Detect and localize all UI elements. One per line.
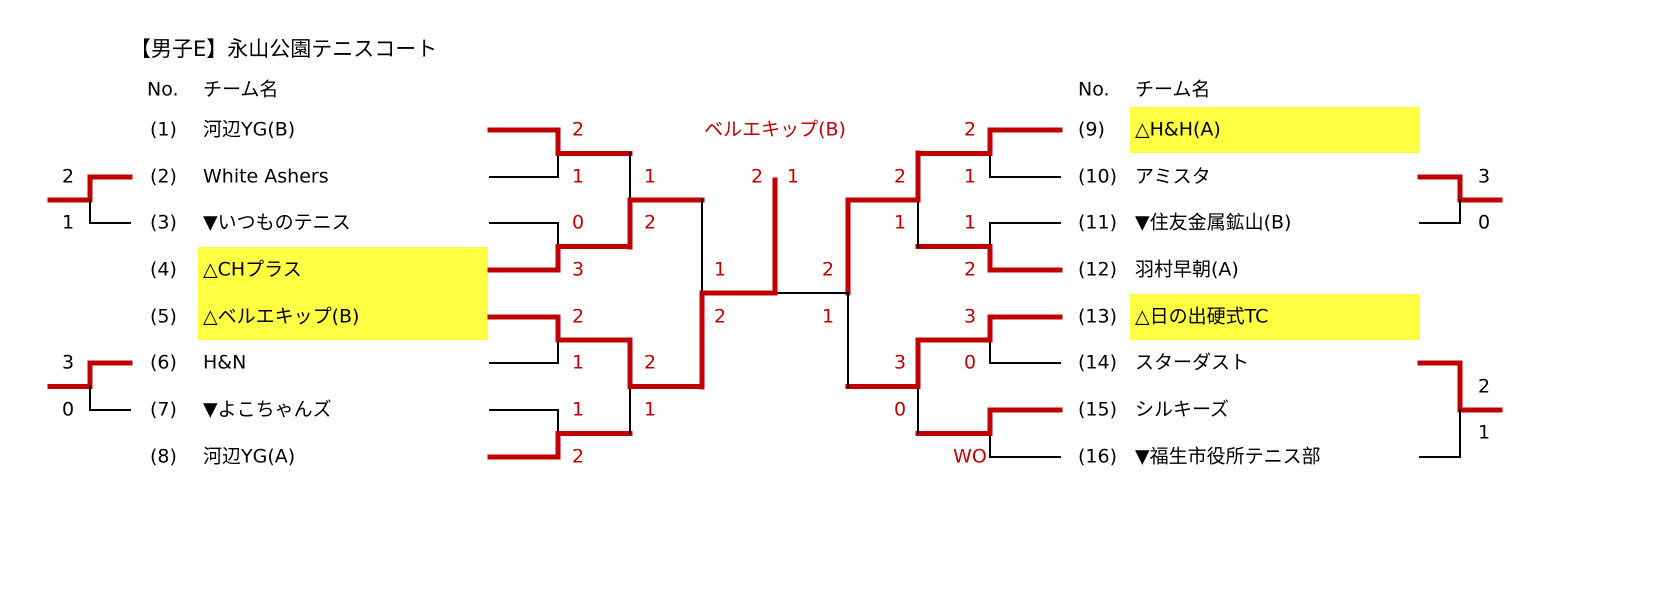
team-number: (15) xyxy=(1078,399,1117,421)
team-name: ▼いつものテニス xyxy=(203,212,351,234)
score: 1 xyxy=(572,352,584,374)
side-score: 3 xyxy=(1478,166,1490,188)
team-name: △ベルエキップ(B) xyxy=(203,306,359,328)
side-score: 0 xyxy=(1478,212,1490,234)
header-team: チーム名 xyxy=(1135,79,1210,101)
score: WO xyxy=(953,446,987,468)
team-name: 河辺YG(B) xyxy=(203,119,295,141)
highlight-box xyxy=(1130,107,1420,153)
score: 0 xyxy=(964,352,976,374)
score: 2 xyxy=(964,259,976,281)
team-name: シルキーズ xyxy=(1135,399,1229,421)
team-number: (10) xyxy=(1078,166,1117,188)
team-name: ▼福生市役所テニス部 xyxy=(1135,446,1321,468)
side-score: 2 xyxy=(62,166,74,188)
score: 1 xyxy=(822,306,834,328)
team-name: ▼よこちゃんズ xyxy=(203,399,332,421)
header-no: No. xyxy=(1078,79,1110,101)
team-number: (8) xyxy=(150,446,177,468)
page-title: 【男子E】永山公園テニスコート xyxy=(130,37,437,61)
team-number: (5) xyxy=(150,306,177,328)
team-number: (13) xyxy=(1078,306,1117,328)
side-score: 1 xyxy=(1478,422,1490,444)
score: 0 xyxy=(894,399,906,421)
score: 2 xyxy=(572,119,584,141)
score: 3 xyxy=(964,306,976,328)
team-name: 羽村早朝(A) xyxy=(1135,259,1239,281)
team-number: (7) xyxy=(150,399,177,421)
team-name: △CHプラス xyxy=(203,259,302,281)
score: 1 xyxy=(964,166,976,188)
score: 1 xyxy=(894,212,906,234)
side-score: 1 xyxy=(62,212,74,234)
team-number: (2) xyxy=(150,166,177,188)
score: 2 xyxy=(822,259,834,281)
score: 1 xyxy=(964,212,976,234)
team-number: (12) xyxy=(1078,259,1117,281)
team-number: (14) xyxy=(1078,352,1117,374)
team-name: White Ashers xyxy=(203,166,329,188)
score: 1 xyxy=(714,259,726,281)
team-name: △日の出硬式TC xyxy=(1135,306,1268,328)
score: 2 xyxy=(572,306,584,328)
score: 2 xyxy=(964,119,976,141)
score: 2 xyxy=(644,352,656,374)
team-name: アミスタ xyxy=(1135,166,1211,188)
header-no: No. xyxy=(147,79,179,101)
final-score: 1 xyxy=(787,166,799,188)
team-name: 河辺YG(A) xyxy=(203,446,295,468)
side-score: 0 xyxy=(62,399,74,421)
team-name: スターダスト xyxy=(1135,352,1249,374)
score: 1 xyxy=(644,399,656,421)
team-number: (9) xyxy=(1078,119,1105,141)
team-number: (16) xyxy=(1078,446,1117,468)
team-name: H&N xyxy=(203,352,246,374)
champion-name: ベルエキップ(B) xyxy=(704,119,846,141)
score: 2 xyxy=(572,446,584,468)
team-number: (3) xyxy=(150,212,177,234)
highlight-box xyxy=(198,247,488,340)
score: 2 xyxy=(894,166,906,188)
team-number: (6) xyxy=(150,352,177,374)
team-name: ▼住友金属鉱山(B) xyxy=(1135,212,1291,234)
final-score: 2 xyxy=(751,166,763,188)
team-number: (4) xyxy=(150,259,177,281)
score: 1 xyxy=(572,399,584,421)
team-name: △H&H(A) xyxy=(1135,119,1221,141)
score: 3 xyxy=(572,259,584,281)
side-score: 2 xyxy=(1478,376,1490,398)
team-number: (1) xyxy=(150,119,177,141)
highlight-box xyxy=(1130,294,1420,340)
score: 2 xyxy=(714,306,726,328)
header-team: チーム名 xyxy=(203,79,278,101)
score: 1 xyxy=(644,166,656,188)
score: 1 xyxy=(572,166,584,188)
side-score: 3 xyxy=(62,352,74,374)
score: 3 xyxy=(894,352,906,374)
team-number: (11) xyxy=(1078,212,1117,234)
score: 0 xyxy=(572,212,584,234)
score: 2 xyxy=(644,212,656,234)
